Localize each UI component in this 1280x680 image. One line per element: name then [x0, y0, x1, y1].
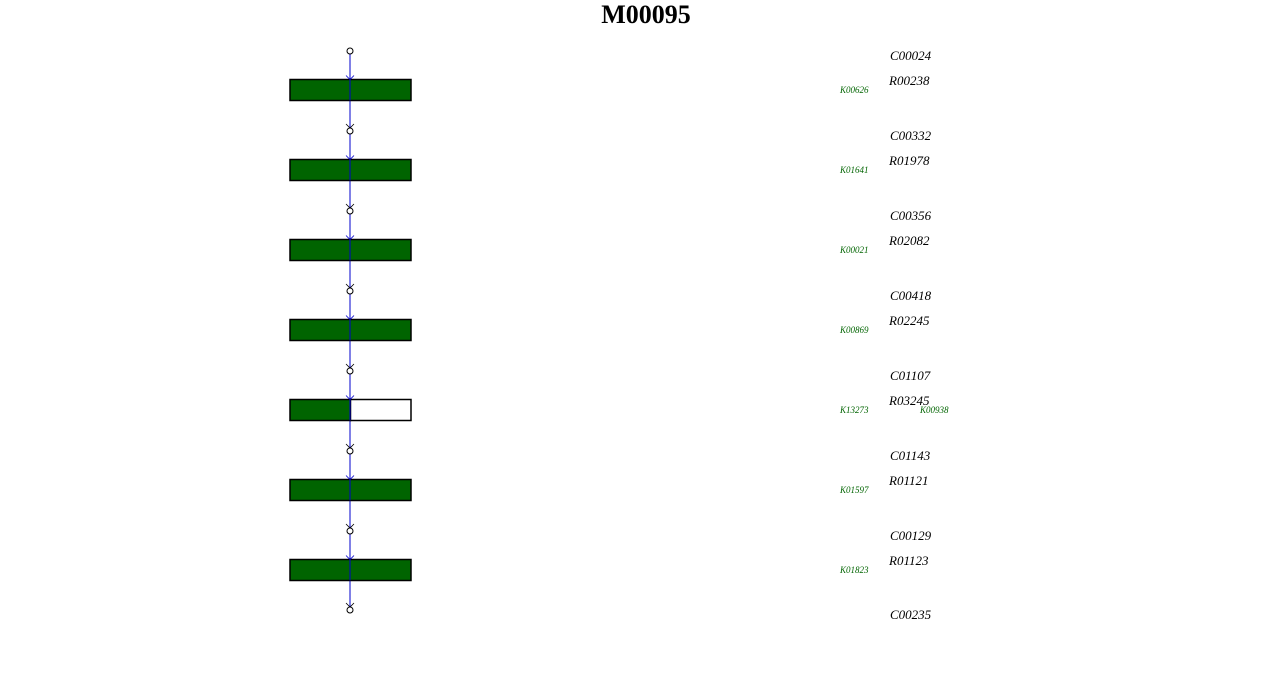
- compound-node: [346, 367, 354, 375]
- reaction-label[interactable]: R03245: [889, 393, 930, 408]
- reaction-box: [289, 398, 352, 422]
- arrow-head-icon: [345, 123, 355, 129]
- ko-label[interactable]: K01641: [840, 165, 869, 175]
- compound-node: [346, 287, 354, 295]
- compound-label[interactable]: C01143: [890, 448, 931, 463]
- reaction-label[interactable]: R00238: [889, 73, 930, 88]
- arrow-head-icon: [345, 523, 355, 529]
- compound-label[interactable]: C00332: [890, 128, 932, 143]
- compound-node: [346, 527, 354, 535]
- compound-label[interactable]: C00024: [890, 48, 932, 63]
- compound-label[interactable]: C00129: [890, 528, 932, 543]
- compound-node: [346, 447, 354, 455]
- ko-label[interactable]: K01597: [840, 485, 869, 495]
- compound-label[interactable]: C00235: [890, 607, 932, 622]
- compound-label[interactable]: C01107: [890, 368, 931, 383]
- ko-label[interactable]: K00869: [840, 325, 869, 335]
- ko-label[interactable]: K13273: [840, 405, 869, 415]
- arrow-head-icon: [345, 443, 355, 449]
- arrow-head-icon: [345, 283, 355, 289]
- ko-label[interactable]: K00021: [840, 245, 869, 255]
- ko-label[interactable]: K01823: [840, 565, 869, 575]
- compound-label[interactable]: C00418: [890, 288, 932, 303]
- reaction-label[interactable]: R01123: [889, 553, 929, 568]
- compound-node: [346, 606, 354, 614]
- compound-node: [346, 127, 354, 135]
- ko-label[interactable]: K00938: [920, 405, 949, 415]
- reaction-label[interactable]: R02245: [889, 313, 930, 328]
- arrow-head-icon: [345, 602, 355, 608]
- arrow-head-icon: [345, 363, 355, 369]
- reaction-label[interactable]: R01121: [889, 473, 929, 488]
- reaction-label[interactable]: R01978: [889, 153, 930, 168]
- reaction-box: [349, 398, 412, 422]
- compound-node: [346, 207, 354, 215]
- compound-label[interactable]: C00356: [890, 208, 932, 223]
- reaction-label[interactable]: R02082: [889, 233, 930, 248]
- arrow-head-icon: [345, 203, 355, 209]
- compound-node: [346, 47, 354, 55]
- ko-label[interactable]: K00626: [840, 85, 869, 95]
- module-title: M00095: [601, 0, 691, 29]
